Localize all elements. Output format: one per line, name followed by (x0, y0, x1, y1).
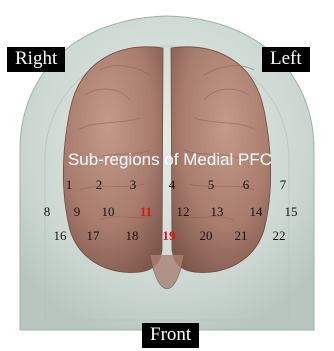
region-number-3: 3 (118, 178, 148, 192)
region-number-4: 4 (157, 178, 187, 192)
region-number-11: 11 (131, 205, 161, 219)
region-number-7: 7 (268, 178, 298, 192)
region-number-17: 17 (78, 229, 108, 243)
regions-title: Sub-regions of Medial PFC (40, 150, 300, 170)
region-number-9: 9 (62, 205, 92, 219)
region-number-12: 12 (168, 205, 198, 219)
region-number-21: 21 (226, 229, 256, 243)
right-label: Right (7, 47, 65, 72)
region-number-1: 1 (54, 178, 84, 192)
region-number-10: 10 (93, 205, 123, 219)
region-number-14: 14 (241, 205, 271, 219)
region-number-2: 2 (84, 178, 114, 192)
region-number-6: 6 (231, 178, 261, 192)
region-number-8: 8 (32, 205, 62, 219)
region-number-19: 19 (154, 229, 184, 243)
region-number-13: 13 (202, 205, 232, 219)
region-number-22: 22 (264, 229, 294, 243)
region-number-16: 16 (45, 229, 75, 243)
region-number-20: 20 (191, 229, 221, 243)
region-number-15: 15 (276, 205, 306, 219)
region-number-18: 18 (117, 229, 147, 243)
front-label: Front (142, 323, 199, 348)
left-label: Left (262, 47, 310, 72)
region-number-5: 5 (196, 178, 226, 192)
